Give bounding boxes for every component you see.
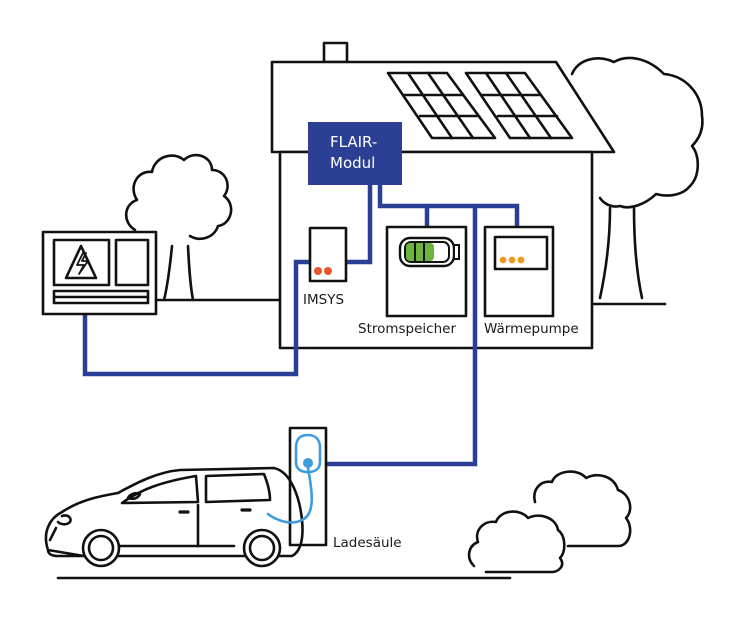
charging-cable: [266, 466, 314, 524]
waermepumpe-label: Wärmepumpe: [484, 321, 579, 337]
connection-flair-waermepumpe: [377, 185, 520, 226]
car-icon: [44, 466, 304, 568]
connection-imsys-flair: [346, 185, 373, 265]
charging-station-icon: [288, 426, 328, 547]
waermepumpe-unit: [483, 225, 555, 318]
tree-right: [570, 56, 704, 300]
chimney: [322, 41, 349, 64]
solar-panel-icon: [386, 71, 574, 140]
high-voltage-icon: [64, 244, 98, 280]
connection-flair-ladesaeule: [326, 206, 478, 467]
flair-module-label-line2: Modul: [330, 154, 375, 172]
ladesaeule-label: Ladesäule: [333, 535, 402, 551]
battery-icon: [398, 236, 460, 268]
bushes: [467, 470, 632, 574]
heat-pump-icon: [493, 235, 549, 271]
smart-meter-icon: [308, 226, 348, 283]
tree-left: [124, 153, 233, 302]
stromspeicher-label: Stromspeicher: [358, 321, 456, 337]
stromspeicher-unit: [385, 225, 468, 318]
flair-module-label-line1: FLAIR-: [330, 133, 377, 151]
connection-grid-imsys: [82, 259, 313, 377]
imsys-label: IMSYS: [303, 292, 344, 308]
power-connections: [82, 185, 520, 467]
grid-connection-box: [41, 230, 158, 316]
flair-module: FLAIR- Modul: [308, 122, 402, 185]
